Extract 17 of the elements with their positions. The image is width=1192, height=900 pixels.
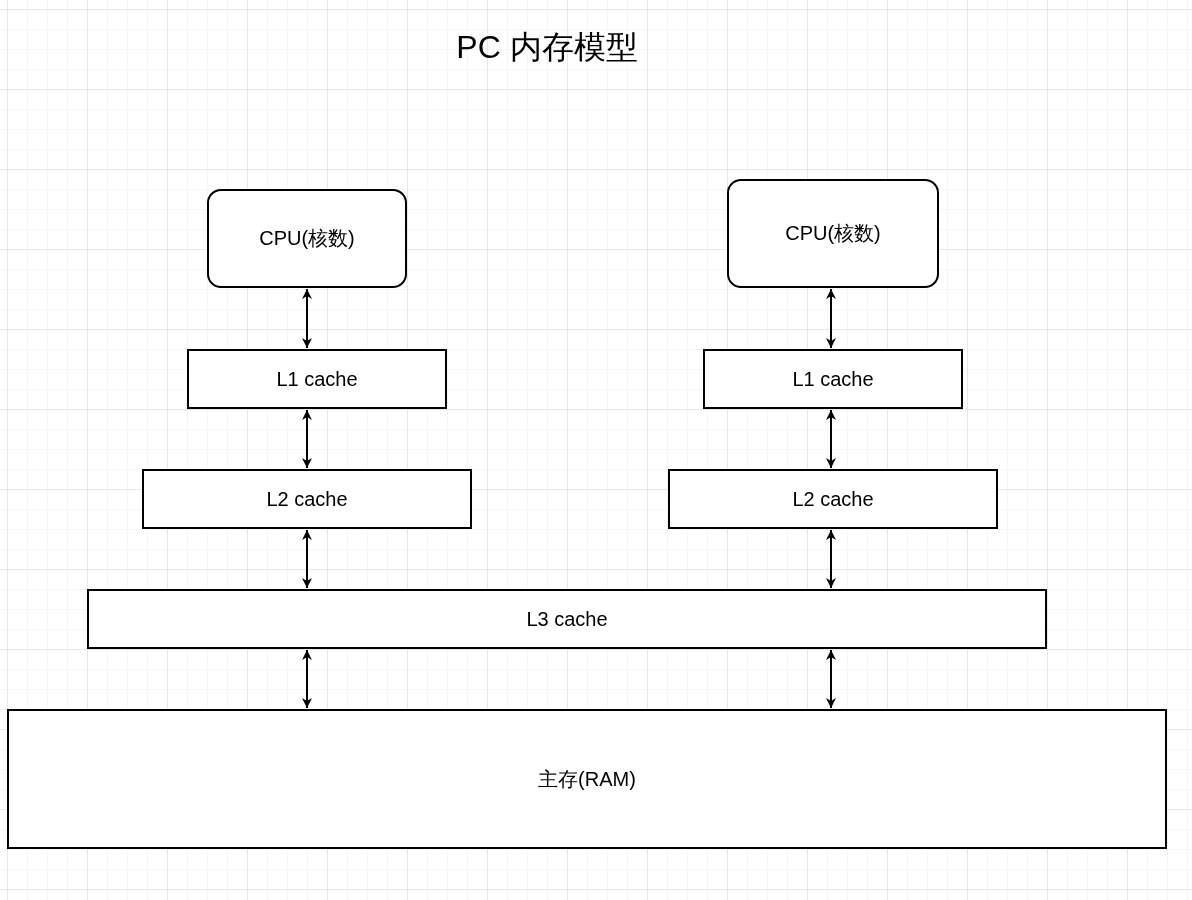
double-arrow — [302, 288, 312, 349]
cpu-box: CPU(核数) — [207, 189, 407, 288]
double-arrow — [826, 288, 836, 349]
double-arrow — [826, 649, 836, 709]
cpu-box: CPU(核数) — [727, 179, 939, 288]
cache-box: L1 cache — [703, 349, 963, 409]
cache-box: L3 cache — [87, 589, 1047, 649]
double-arrow — [302, 409, 312, 469]
cache-box: L2 cache — [142, 469, 472, 529]
cache-box: L2 cache — [668, 469, 998, 529]
double-arrow — [302, 649, 312, 709]
double-arrow — [826, 529, 836, 589]
double-arrow — [826, 409, 836, 469]
diagram-title: PC 内存模型 — [456, 28, 638, 67]
memory-box: 主存(RAM) — [7, 709, 1167, 849]
cache-box: L1 cache — [187, 349, 447, 409]
double-arrow — [302, 529, 312, 589]
